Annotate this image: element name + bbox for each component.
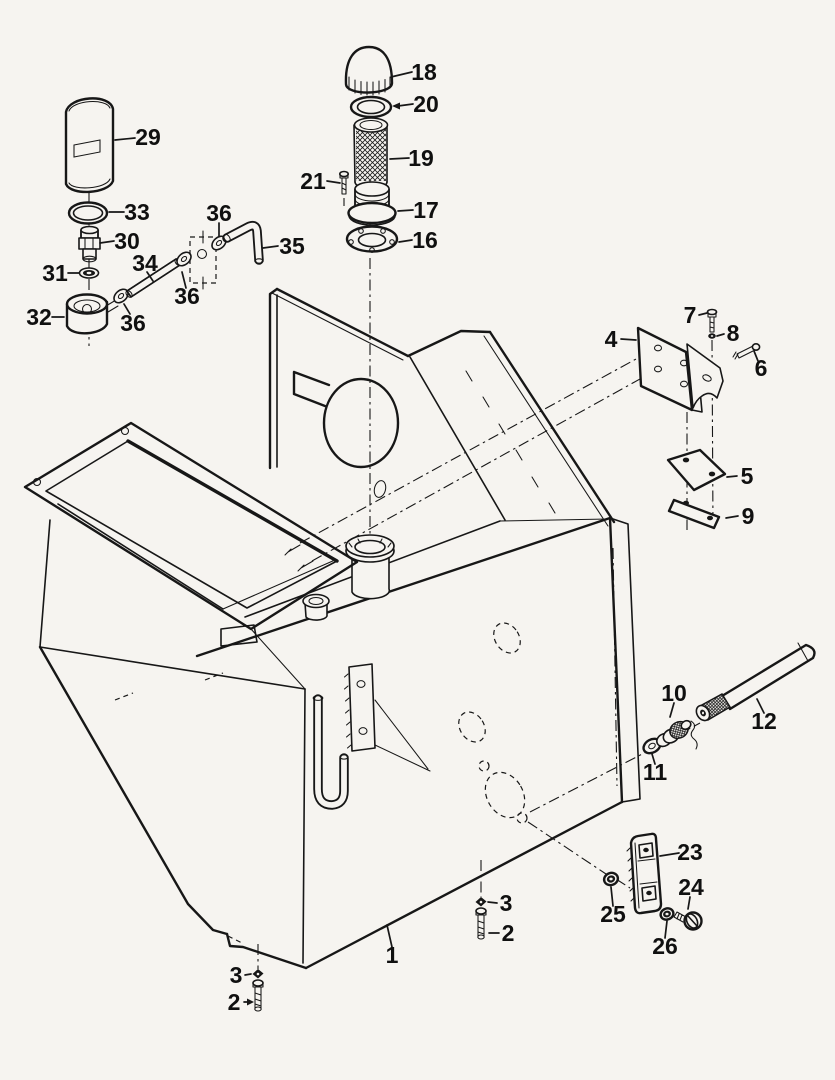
callout-20: 20 <box>413 91 439 117</box>
callout-18: 18 <box>411 59 437 85</box>
callout-4: 4 <box>605 326 618 352</box>
callout-19: 19 <box>408 145 434 171</box>
bolt-washer-right <box>475 897 487 940</box>
callout-1: 1 <box>386 942 399 968</box>
drain-fitting-10 <box>656 719 698 750</box>
callout-29: 29 <box>135 124 161 150</box>
callout-32: 32 <box>26 304 52 330</box>
neck-fitting-17 <box>347 181 397 226</box>
screw-24 <box>673 911 703 931</box>
bolt-21 <box>338 170 349 195</box>
callout-7: 7 <box>684 302 697 328</box>
washer-31 <box>78 267 100 279</box>
callout-25: 25 <box>600 901 626 927</box>
front-face-holes <box>458 622 528 824</box>
callout-8: 8 <box>727 320 740 346</box>
strap-23 <box>626 832 663 915</box>
callout-10: 10 <box>661 680 687 706</box>
back-panel <box>268 287 616 527</box>
tank-handle <box>312 694 349 810</box>
callout-2-left: 2 <box>228 989 241 1015</box>
gusset-bracket <box>686 343 724 409</box>
callout-16: 16 <box>412 227 438 253</box>
phantom-plate <box>189 236 217 284</box>
flange-gasket-16 <box>345 225 399 253</box>
callout-24: 24 <box>678 874 704 900</box>
hopper-tray <box>23 421 359 631</box>
callout-26: 26 <box>652 933 678 959</box>
plate-5 <box>666 448 727 492</box>
callout-11: 11 <box>643 759 668 785</box>
o-ring-33 <box>67 201 109 225</box>
callout-23: 23 <box>677 839 703 865</box>
drain-tube-12 <box>695 642 816 722</box>
callout-35: 35 <box>279 233 305 259</box>
filler-neck <box>345 534 395 600</box>
callout-2-right: 2 <box>502 920 515 946</box>
gasket-ring-20 <box>349 95 393 119</box>
strainer-19 <box>353 117 389 190</box>
washer-26 <box>659 907 675 921</box>
front-mount-plate <box>343 663 431 772</box>
callout-labels: 18 20 19 21 17 16 29 33 30 31 32 34 35 3… <box>26 59 777 1015</box>
callout-30: 30 <box>114 228 140 254</box>
callout-36-a: 36 <box>206 200 232 226</box>
callout-6: 6 <box>755 355 768 381</box>
oil-filter-29 <box>64 97 115 194</box>
top-plug <box>302 593 330 621</box>
retainer-squiggle <box>690 720 698 750</box>
mount-bracket-4 <box>636 326 724 413</box>
callout-17: 17 <box>413 197 439 223</box>
callout-36-b: 36 <box>174 283 200 309</box>
keyhole-cutout <box>292 370 400 469</box>
callout-33: 33 <box>124 199 150 225</box>
leader-lines <box>51 71 765 1006</box>
callout-34: 34 <box>132 250 158 276</box>
bolt-7 <box>706 308 718 333</box>
callout-36-c: 36 <box>120 310 146 336</box>
breather-cap-18 <box>344 45 394 96</box>
tank-body <box>38 480 641 970</box>
plate-9 <box>667 498 721 530</box>
callout-5: 5 <box>741 463 754 489</box>
callout-9: 9 <box>742 503 755 529</box>
washer-8 <box>708 333 716 339</box>
bolt-washer-left <box>252 969 264 1012</box>
washer-25 <box>602 871 620 887</box>
callout-21: 21 <box>300 168 326 194</box>
center-lines <box>88 100 714 969</box>
callout-31: 31 <box>42 260 68 286</box>
nipple-30 <box>78 225 101 263</box>
callout-3-left: 3 <box>230 962 243 988</box>
callout-3-right: 3 <box>500 890 513 916</box>
bolt-6 <box>732 342 761 360</box>
suction-tube-34 <box>113 230 227 304</box>
filter-base-32 <box>65 293 119 335</box>
elbow-tube-35 <box>222 220 264 265</box>
callout-12: 12 <box>751 708 777 734</box>
